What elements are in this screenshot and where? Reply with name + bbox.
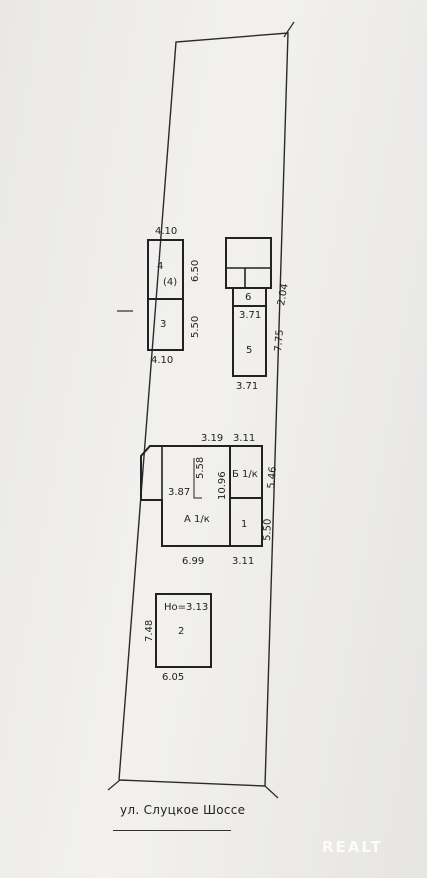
dim-7-48: 7.48 bbox=[144, 620, 155, 642]
dim-7-75: 7.75 bbox=[273, 329, 286, 352]
building-2 bbox=[155, 593, 212, 668]
building-5 bbox=[232, 305, 267, 377]
building-4 bbox=[147, 239, 184, 300]
dim-6-05: 6.05 bbox=[162, 672, 184, 683]
label-height: Но=3.13 bbox=[164, 602, 208, 613]
building-3 bbox=[147, 298, 184, 351]
label-house-a: А 1/к bbox=[184, 514, 210, 525]
street-label: ул. Слуцкое Шоссе bbox=[120, 803, 246, 817]
label-building-6: 6 bbox=[245, 292, 251, 303]
dim-3-87: 3.87 bbox=[168, 487, 190, 498]
dim-3-11-b: 3.11 bbox=[232, 556, 254, 567]
dim-5-46: 5.46 bbox=[266, 466, 279, 489]
dim-5-50-b: 5.50 bbox=[262, 518, 274, 541]
label-building-3: 3 bbox=[160, 319, 166, 330]
dim-6-99: 6.99 bbox=[182, 556, 204, 567]
dim-4-10-top: 4.10 bbox=[155, 226, 177, 237]
realt-watermark: REALT bbox=[322, 838, 383, 856]
plot-boundary bbox=[118, 32, 289, 787]
dim-5-50-a: 5.50 bbox=[190, 316, 201, 338]
building-top-annex bbox=[225, 237, 272, 289]
label-building-2: 2 bbox=[178, 626, 184, 637]
dim-3-19: 3.19 bbox=[201, 433, 223, 444]
dim-5-58: 5.58 bbox=[195, 457, 206, 479]
label-room-1: 1 bbox=[241, 519, 247, 530]
room-1 bbox=[229, 497, 263, 547]
label-building-5: 5 bbox=[246, 345, 252, 356]
street-underline bbox=[113, 830, 231, 831]
boundary-tick-bottom-left bbox=[107, 779, 121, 791]
dim-3-11-a: 3.11 bbox=[233, 433, 255, 444]
dim-4-10-bot: 4.10 bbox=[151, 355, 173, 366]
dim-6-50: 6.50 bbox=[190, 260, 201, 282]
dim-2-04: 2.04 bbox=[276, 283, 291, 307]
label-building-4-paren: (4) bbox=[163, 277, 177, 288]
dim-3-71-a: 3.71 bbox=[239, 310, 261, 321]
boundary-tick-top bbox=[283, 21, 295, 38]
inner-room-outline bbox=[193, 458, 202, 499]
label-building-4: 4 bbox=[157, 261, 163, 272]
dim-10-96: 10.96 bbox=[217, 471, 228, 500]
label-house-b: Б 1/к bbox=[232, 469, 258, 480]
dim-3-71-b: 3.71 bbox=[236, 381, 258, 392]
boundary-tick-bottom-right bbox=[264, 785, 279, 799]
